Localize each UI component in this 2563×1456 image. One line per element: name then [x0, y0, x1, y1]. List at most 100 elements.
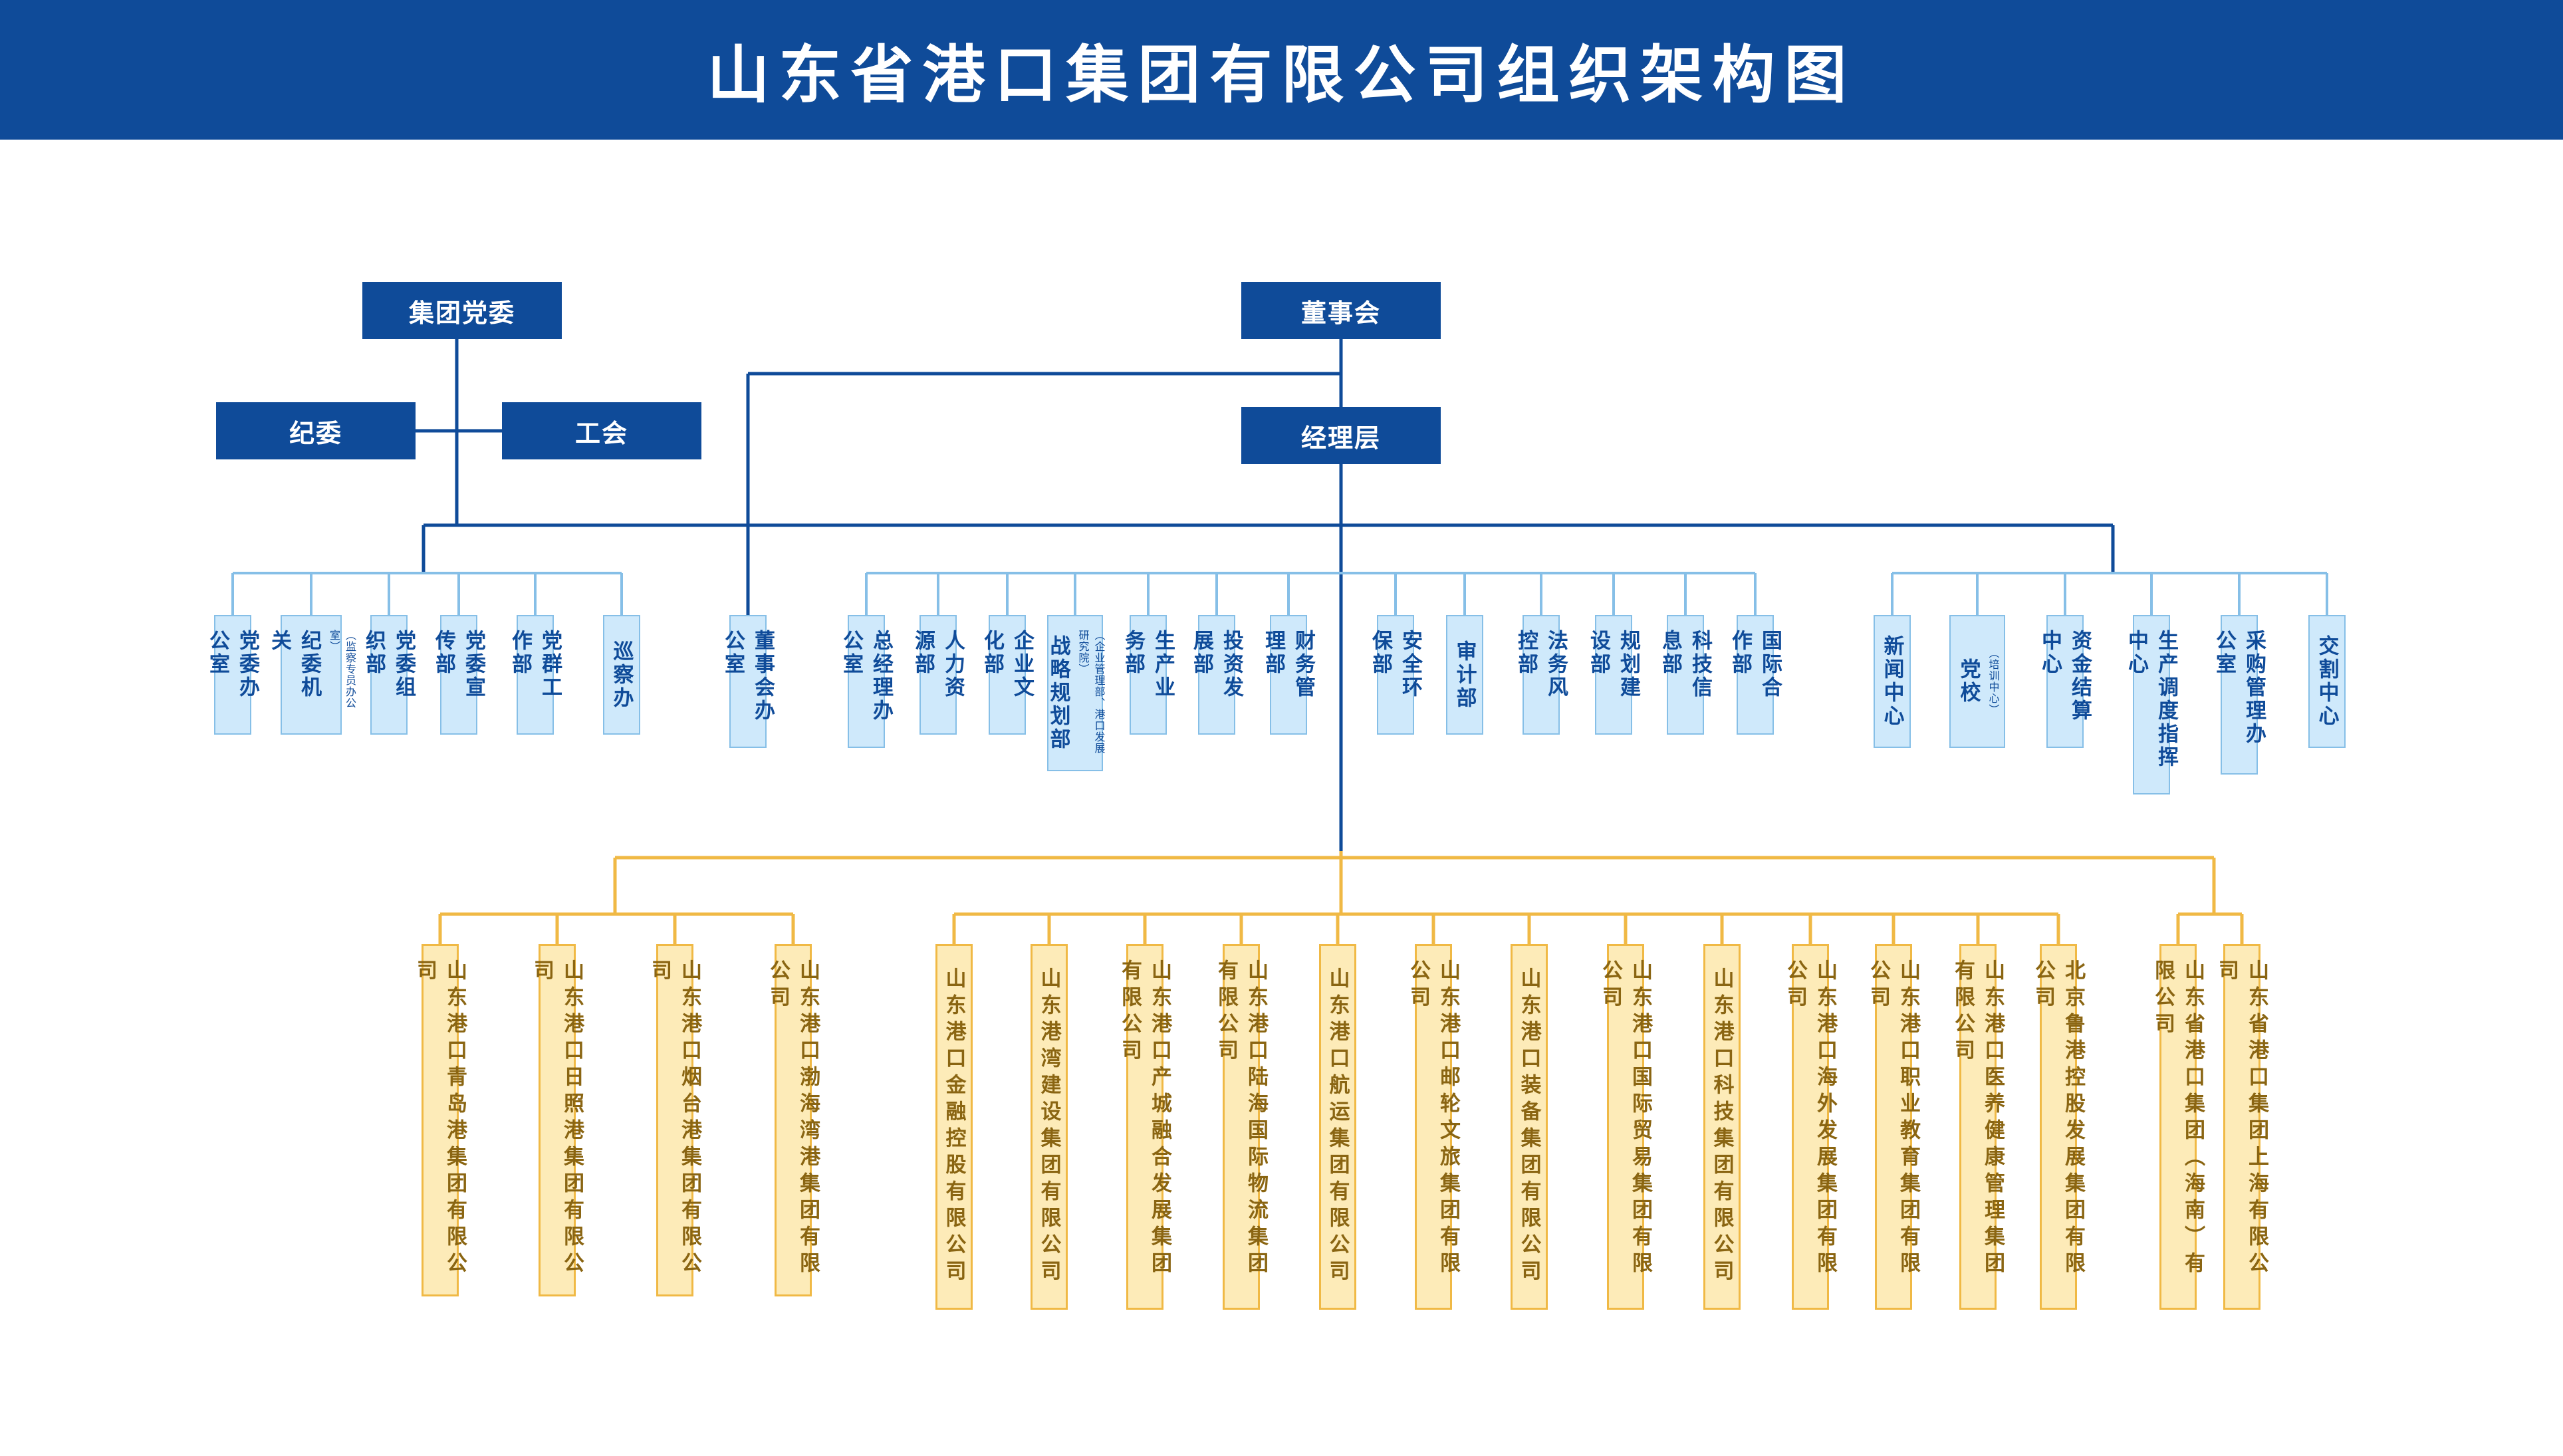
- board-label: 董事会: [1300, 298, 1381, 328]
- party-department-sublabel: （监察专员办公室）: [328, 630, 356, 709]
- center-box: 资金结算中心: [2038, 615, 2092, 748]
- functional-department-label: 人力资源部: [911, 630, 965, 699]
- business-group-name: 山东港口职业教育集团有限公司: [1866, 959, 1920, 1278]
- business-group-box: 山东港口邮轮文旅集团有限公司: [1406, 944, 1460, 1310]
- port-group-box: 山东港口青岛港集团有限公司: [413, 944, 467, 1296]
- business-group-box: 山东港口金融控股有限公司: [935, 944, 973, 1310]
- business-group-name: 山东港口海外发展集团有限公司: [1783, 959, 1837, 1278]
- business-group-name: 山东港口医养健康管理集团有限公司: [1951, 959, 2005, 1278]
- functional-department-label: 审计部: [1452, 640, 1477, 710]
- center-box: 党校（培训中心）: [1949, 615, 2005, 748]
- business-group-box: 山东港口国际贸易集团有限公司: [1598, 944, 1652, 1310]
- port-group-name: 山东港口日照港集团有限公司: [530, 959, 584, 1278]
- business-group-name: 山东港口产城融合发展集团有限公司: [1118, 959, 1171, 1278]
- trade-union-label: 工会: [574, 418, 628, 448]
- functional-department-label: 法务风控部: [1514, 630, 1568, 699]
- functional-department-label: 财务管理部: [1261, 630, 1315, 699]
- party-department-label: 党委组织部: [362, 630, 416, 699]
- trade-union-box: 工会: [502, 402, 701, 459]
- party-department-box: 巡察办: [603, 615, 640, 735]
- center-label: 交割中心: [2314, 635, 2339, 728]
- functional-department-box: 法务风控部: [1514, 615, 1568, 735]
- party-department-box: 党委组织部: [362, 615, 416, 735]
- party-department-label: 巡察办: [609, 640, 634, 710]
- functional-department-box: 财务管理部: [1261, 615, 1315, 735]
- functional-department-label: 总经理办公室: [839, 630, 893, 723]
- functional-department-box: 总经理办公室: [839, 615, 893, 748]
- port-group-name: 山东港口烟台港集团有限公司: [648, 959, 701, 1278]
- center-box: 交割中心: [2308, 615, 2346, 748]
- business-group-name: 山东港口邮轮文旅集团有限公司: [1406, 959, 1460, 1278]
- port-group-box: 山东港口日照港集团有限公司: [530, 944, 584, 1296]
- business-group-box: 山东港口职业教育集团有限公司: [1866, 944, 1920, 1310]
- management-label: 经理层: [1300, 423, 1381, 453]
- party-committee-label: 集团党委: [408, 298, 515, 328]
- party-department-label: 党委办公室: [205, 630, 259, 699]
- functional-department-label: 国际合作部: [1728, 630, 1782, 699]
- center-box: 采购管理办公室: [2212, 615, 2266, 775]
- business-group-name: 山东港口金融控股有限公司: [941, 967, 966, 1286]
- business-group-box: 山东港口科技集团有限公司: [1703, 944, 1741, 1310]
- business-group-box: 山东港湾建设集团有限公司: [1031, 944, 1068, 1310]
- center-label: 新闻中心: [1880, 635, 1904, 728]
- functional-department-label: 企业文化部: [980, 630, 1034, 699]
- party-department-box: 纪委机关（监察专员办公室）: [267, 615, 356, 735]
- port-group-name: 山东港口渤海湾港集团有限公司: [766, 959, 820, 1278]
- functional-department-box: 投资发展部: [1189, 615, 1243, 735]
- functional-department-label: 生产业务部: [1121, 630, 1175, 699]
- functional-department-label: 安全环保部: [1368, 630, 1422, 699]
- functional-department-box: 战略规划部（企业管理部、港口发展研究院）: [1046, 615, 1106, 771]
- page-title: 山东省港口集团有限公司组织架构图: [707, 39, 1856, 112]
- business-group-box: 山东港口陆海国际物流集团有限公司: [1214, 944, 1268, 1310]
- party-department-label: 党委宣传部: [431, 630, 485, 699]
- board-office-label: 董事会办公室: [721, 630, 775, 723]
- center-label: 资金结算中心: [2038, 630, 2092, 723]
- business-group-name: 山东港口航运集团有限公司: [1325, 967, 1350, 1286]
- business-group-name: 山东港口国际贸易集团有限公司: [1598, 959, 1652, 1278]
- port-group-name: 山东港口青岛港集团有限公司: [413, 959, 467, 1278]
- business-group-name: 山东港口装备集团有限公司: [1517, 967, 1541, 1286]
- center-label: 生产调度指挥中心: [2124, 630, 2178, 769]
- functional-department-box: 企业文化部: [980, 615, 1034, 735]
- center-label: 党校: [1956, 658, 1981, 705]
- regional-group-box: 山东省港口集团上海有限公司: [2215, 944, 2268, 1310]
- discipline-committee-box: 纪委: [216, 402, 416, 459]
- management-box: 经理层: [1241, 407, 1441, 464]
- center-box: 新闻中心: [1874, 615, 1911, 748]
- functional-department-box: 生产业务部: [1121, 615, 1175, 735]
- business-group-box: 山东港口医养健康管理集团有限公司: [1951, 944, 2005, 1310]
- regional-group-name: 山东省港口集团（海南）有限公司: [2151, 959, 2205, 1278]
- business-group-box: 山东港口产城融合发展集团有限公司: [1118, 944, 1171, 1310]
- business-group-box: 山东港口装备集团有限公司: [1511, 944, 1548, 1310]
- party-committee-box: 集团党委: [362, 282, 562, 339]
- discipline-committee-label: 纪委: [289, 418, 342, 448]
- functional-department-box: 人力资源部: [911, 615, 965, 735]
- functional-department-label: 科技信息部: [1658, 630, 1712, 699]
- business-group-name: 北京鲁港控股发展集团有限公司: [2031, 959, 2085, 1278]
- board-office-box: 董事会办公室: [721, 615, 775, 748]
- functional-department-box: 安全环保部: [1368, 615, 1422, 735]
- functional-department-label: 战略规划部: [1046, 635, 1070, 751]
- business-group-name: 山东港口科技集团有限公司: [1709, 967, 1734, 1286]
- board-box: 董事会: [1241, 282, 1441, 339]
- regional-group-box: 山东省港口集团（海南）有限公司: [2151, 944, 2205, 1310]
- functional-department-sublabel: （企业管理部、港口发展研究院）: [1076, 630, 1106, 754]
- business-group-box: 山东港口海外发展集团有限公司: [1783, 944, 1837, 1310]
- port-group-box: 山东港口烟台港集团有限公司: [648, 944, 701, 1296]
- functional-department-box: 科技信息部: [1658, 615, 1712, 735]
- functional-department-box: 规划建设部: [1586, 615, 1640, 735]
- functional-department-label: 规划建设部: [1586, 630, 1640, 699]
- business-group-box: 北京鲁港控股发展集团有限公司: [2031, 944, 2085, 1310]
- functional-department-label: 投资发展部: [1189, 630, 1243, 699]
- business-group-box: 山东港口航运集团有限公司: [1319, 944, 1356, 1310]
- title-bar: 山东省港口集团有限公司组织架构图: [0, 0, 2563, 140]
- party-department-label: 党群工作部: [508, 630, 562, 699]
- business-group-name: 山东港口陆海国际物流集团有限公司: [1214, 959, 1268, 1278]
- party-department-box: 党群工作部: [508, 615, 562, 735]
- party-department-box: 党委办公室: [205, 615, 259, 735]
- business-group-name: 山东港湾建设集团有限公司: [1037, 967, 1061, 1286]
- functional-department-box: 国际合作部: [1728, 615, 1782, 735]
- center-box: 生产调度指挥中心: [2124, 615, 2178, 794]
- center-label: 采购管理办公室: [2212, 630, 2266, 746]
